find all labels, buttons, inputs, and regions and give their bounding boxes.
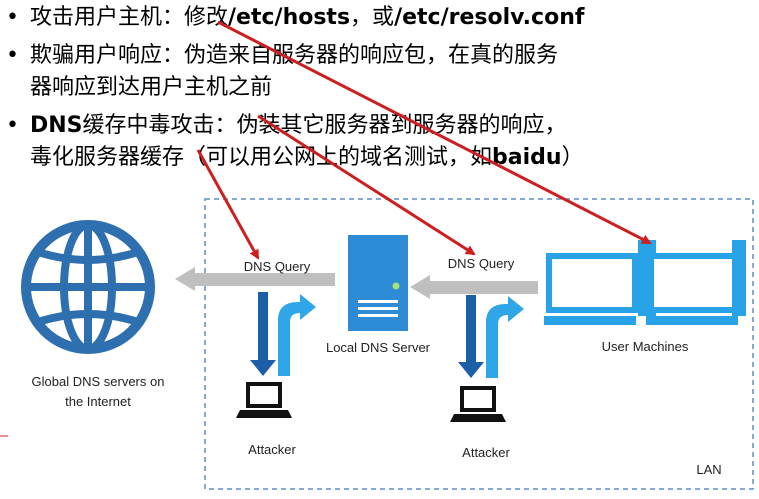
local-dns-server-label: Local DNS Server [325, 340, 431, 355]
bullet-1-text: 攻击用户主机：修改/etc/hosts，或/etc/resolv.conf [30, 5, 585, 30]
laptop-icon [450, 386, 506, 422]
global-dns-label-line1: Global DNS servers on [31, 374, 165, 389]
globe-icon [21, 220, 155, 354]
bullet-3-continuation: 毒化服务器缓存（可以用公网上的域名测试，如baidu） [30, 145, 584, 170]
bullet-marker: • [6, 113, 19, 138]
bullet-2-text: 欺骗用户响应：伪造来自服务器的响应包，在真的服务 [30, 43, 559, 68]
lan-boundary [204, 198, 754, 490]
attacker-arrows-left [250, 292, 316, 376]
bullet-2-continuation: 器响应到达用户主机之前 [30, 75, 273, 100]
attacker-label-right: Attacker [462, 445, 510, 460]
red-arrow-bullet3-to-right-query [257, 114, 476, 256]
query-arrow-left [175, 267, 335, 291]
red-arrow-bullet3-to-left-query [196, 149, 260, 260]
desktop-computer-icon [646, 240, 746, 325]
query-arrow-right [410, 275, 538, 299]
bullet-marker: • [6, 43, 19, 68]
dns-query-label-right: DNS Query [447, 256, 515, 271]
global-dns-label-line2: the Internet [65, 394, 131, 409]
dns-query-label-left: DNS Query [243, 259, 311, 274]
bullet-3-text: DNS缓存中毒攻击：伪装其它服务器到服务器的响应， [30, 113, 567, 138]
laptop-icon [236, 382, 292, 418]
bullet-marker: • [6, 5, 19, 30]
attacker-arrows-right [458, 295, 524, 378]
red-arrow-bullet1-to-users [217, 20, 652, 245]
desktop-computer-icon [544, 240, 656, 325]
attacker-label-left: Attacker [248, 442, 296, 457]
server-icon [348, 235, 408, 331]
user-machines-label: User Machines [601, 339, 689, 354]
lan-label: LAN [696, 462, 722, 477]
